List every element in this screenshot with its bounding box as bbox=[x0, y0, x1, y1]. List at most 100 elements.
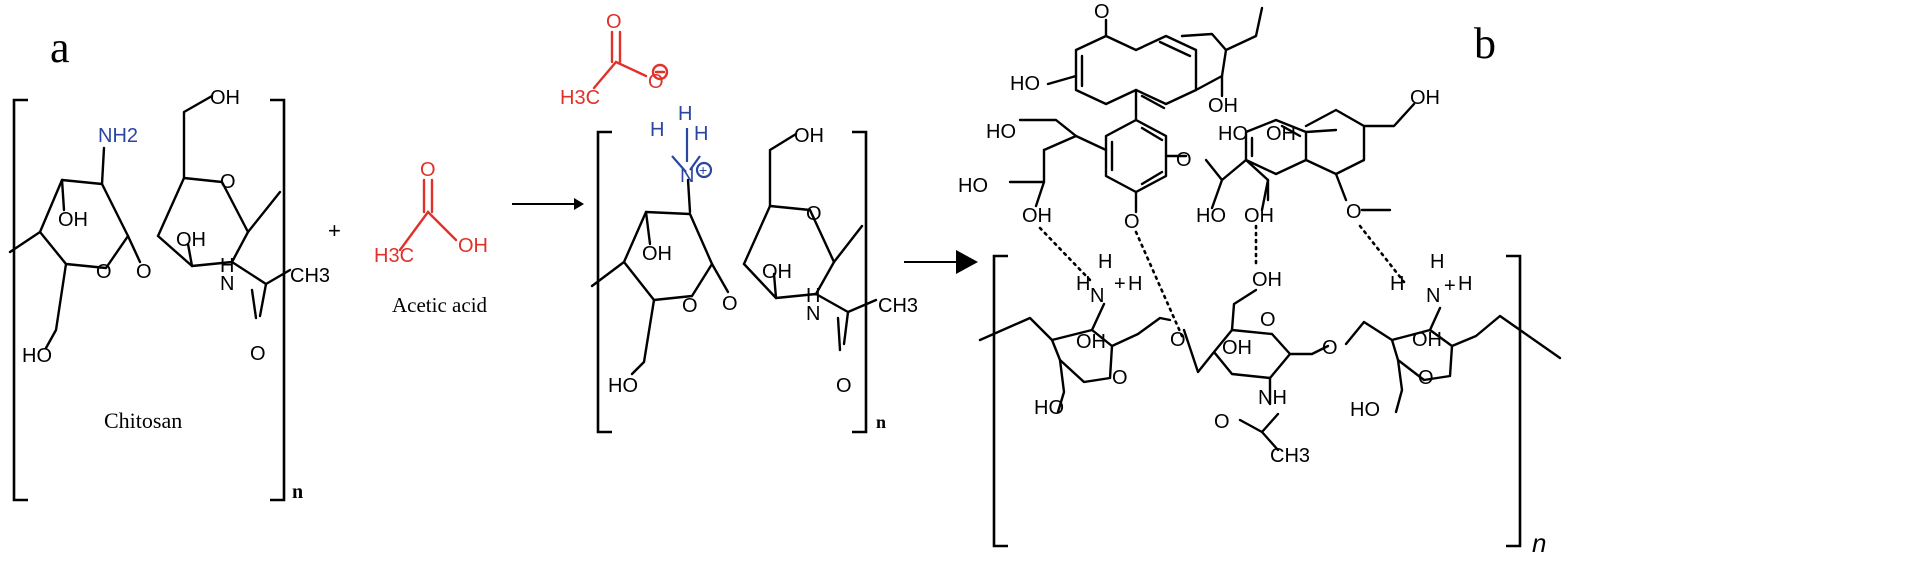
acetate-o: O bbox=[606, 11, 622, 33]
complex-o-carbonyl: O bbox=[1214, 411, 1230, 433]
panel-label-b: b bbox=[1474, 19, 1496, 68]
p-h: H bbox=[806, 285, 820, 307]
h-bond-2 bbox=[1134, 230, 1184, 338]
atom-ch3: CH3 bbox=[290, 265, 330, 287]
complex-oh-l: OH bbox=[1076, 331, 1106, 353]
complex-o-r3: O bbox=[1418, 367, 1434, 389]
p-o-carbonyl: O bbox=[836, 375, 852, 397]
complex-o-r2: O bbox=[1260, 309, 1276, 331]
repeat-n-complex: n bbox=[1532, 528, 1546, 558]
lignin-ho3: HO bbox=[958, 175, 988, 197]
lignin-ho1: HO bbox=[1010, 73, 1040, 95]
h-bond-4 bbox=[1358, 224, 1406, 284]
acetic-h3c: H3C bbox=[374, 245, 414, 267]
complex-ho-left: HO bbox=[1034, 397, 1064, 419]
complex-plus-right: + bbox=[1444, 275, 1456, 297]
ammonium-h3: H bbox=[694, 123, 708, 145]
reaction-arrowhead bbox=[574, 198, 584, 210]
p-n: N bbox=[806, 303, 820, 325]
ammonium-h2: H bbox=[678, 103, 692, 125]
right-bracket-2 bbox=[852, 130, 868, 434]
panel-label-a: a bbox=[50, 23, 70, 72]
complex-h-left-top: H bbox=[1098, 251, 1112, 273]
acetate-h3c: H3C bbox=[560, 87, 600, 109]
lignin-o-me3: O bbox=[1346, 201, 1362, 223]
ammonium-n: N bbox=[680, 165, 694, 187]
acetic-acid-structure bbox=[398, 178, 458, 252]
caption-acetic-acid: Acetic acid bbox=[392, 293, 488, 317]
lignin-ho4: HO bbox=[1218, 123, 1248, 145]
atom-ho-bottom: HO bbox=[22, 345, 52, 367]
atom-oh-ring1: OH bbox=[58, 209, 88, 231]
p-o-link: O bbox=[722, 293, 738, 315]
lignin-ho2: HO bbox=[986, 121, 1016, 143]
complex-plus-left: + bbox=[1114, 273, 1126, 295]
atom-n: N bbox=[220, 273, 234, 295]
complex-h-right-right: H bbox=[1458, 273, 1472, 295]
atom-o-ring1: O bbox=[96, 261, 112, 283]
right-bracket-3 bbox=[1506, 254, 1522, 548]
lignin-o-me1: O bbox=[1094, 1, 1110, 23]
caption-chitosan: Chitosan bbox=[104, 408, 182, 433]
left-bracket-3 bbox=[992, 254, 1008, 548]
acetate-o-minus: O bbox=[648, 71, 664, 93]
lignin-o-ether: O bbox=[1176, 149, 1192, 171]
protonated-chitosan-structure bbox=[590, 128, 878, 376]
p-oh-ring1: OH bbox=[642, 243, 672, 265]
lignin-oh5: OH bbox=[1266, 123, 1296, 145]
complex-oh-m: OH bbox=[1222, 337, 1252, 359]
repeat-n-chitosan: n bbox=[292, 481, 303, 503]
chitosan-structure bbox=[8, 94, 292, 350]
atom-oh-ring2: OH bbox=[176, 229, 206, 251]
complex-nh-mid: NH bbox=[1258, 387, 1287, 409]
complex-oh-mid: OH bbox=[1252, 269, 1282, 291]
atom-nh2: NH2 bbox=[98, 125, 138, 147]
atom-o-carbonyl: O bbox=[250, 343, 266, 365]
complex-h-left-right: H bbox=[1128, 273, 1142, 295]
complex-o-link1: O bbox=[1170, 329, 1186, 351]
acetate-charge bbox=[651, 63, 669, 81]
complex-h-left: H bbox=[1076, 273, 1090, 295]
acetic-o: O bbox=[420, 159, 436, 181]
h-bond-1 bbox=[1038, 226, 1092, 282]
acetic-oh: OH bbox=[458, 235, 488, 257]
repeat-n-protonated: n bbox=[876, 412, 886, 432]
complex-n-left: N bbox=[1090, 285, 1104, 307]
ammonium-h1: H bbox=[650, 119, 664, 141]
right-bracket bbox=[270, 98, 286, 502]
complex-ch3: CH3 bbox=[1270, 445, 1310, 467]
atom-h: H bbox=[220, 255, 234, 277]
lignin-oh2: OH bbox=[1022, 205, 1052, 227]
complex-chain-structure bbox=[978, 288, 1562, 452]
atom-o-link: O bbox=[136, 261, 152, 283]
ammonium-plus: + bbox=[699, 162, 707, 178]
plus-sign: + bbox=[328, 218, 341, 243]
atom-o-ring2: O bbox=[220, 171, 236, 193]
atom-oh-top: OH bbox=[210, 87, 240, 109]
complex-ho-right: HO bbox=[1350, 399, 1380, 421]
p-ho-bottom: HO bbox=[608, 375, 638, 397]
p-ch3: CH3 bbox=[878, 295, 918, 317]
p-oh-ring2: OH bbox=[762, 261, 792, 283]
complex-h-right-top: H bbox=[1430, 251, 1444, 273]
lignin-oh4: OH bbox=[1410, 87, 1440, 109]
lignin-oh1: OH bbox=[1208, 95, 1238, 117]
p-oh-top: OH bbox=[794, 125, 824, 147]
left-bracket bbox=[12, 98, 28, 502]
lignin-ho5: HO bbox=[1196, 205, 1226, 227]
lignin-structure bbox=[1008, 6, 1416, 214]
lignin-oh3: OH bbox=[1244, 205, 1274, 227]
complex-n-right: N bbox=[1426, 285, 1440, 307]
complex-oh-r: OH bbox=[1412, 329, 1442, 351]
p-o-ring2: O bbox=[806, 203, 822, 225]
p-o-ring1: O bbox=[682, 295, 698, 317]
ammonium-charge bbox=[695, 161, 713, 179]
lignin-o-me2: O bbox=[1124, 211, 1140, 233]
complex-h-right: H bbox=[1390, 273, 1404, 295]
acetate-structure bbox=[592, 30, 648, 90]
complex-arrowhead bbox=[956, 250, 978, 274]
complex-o-r1: O bbox=[1112, 367, 1128, 389]
complex-o-link2: O bbox=[1322, 337, 1338, 359]
